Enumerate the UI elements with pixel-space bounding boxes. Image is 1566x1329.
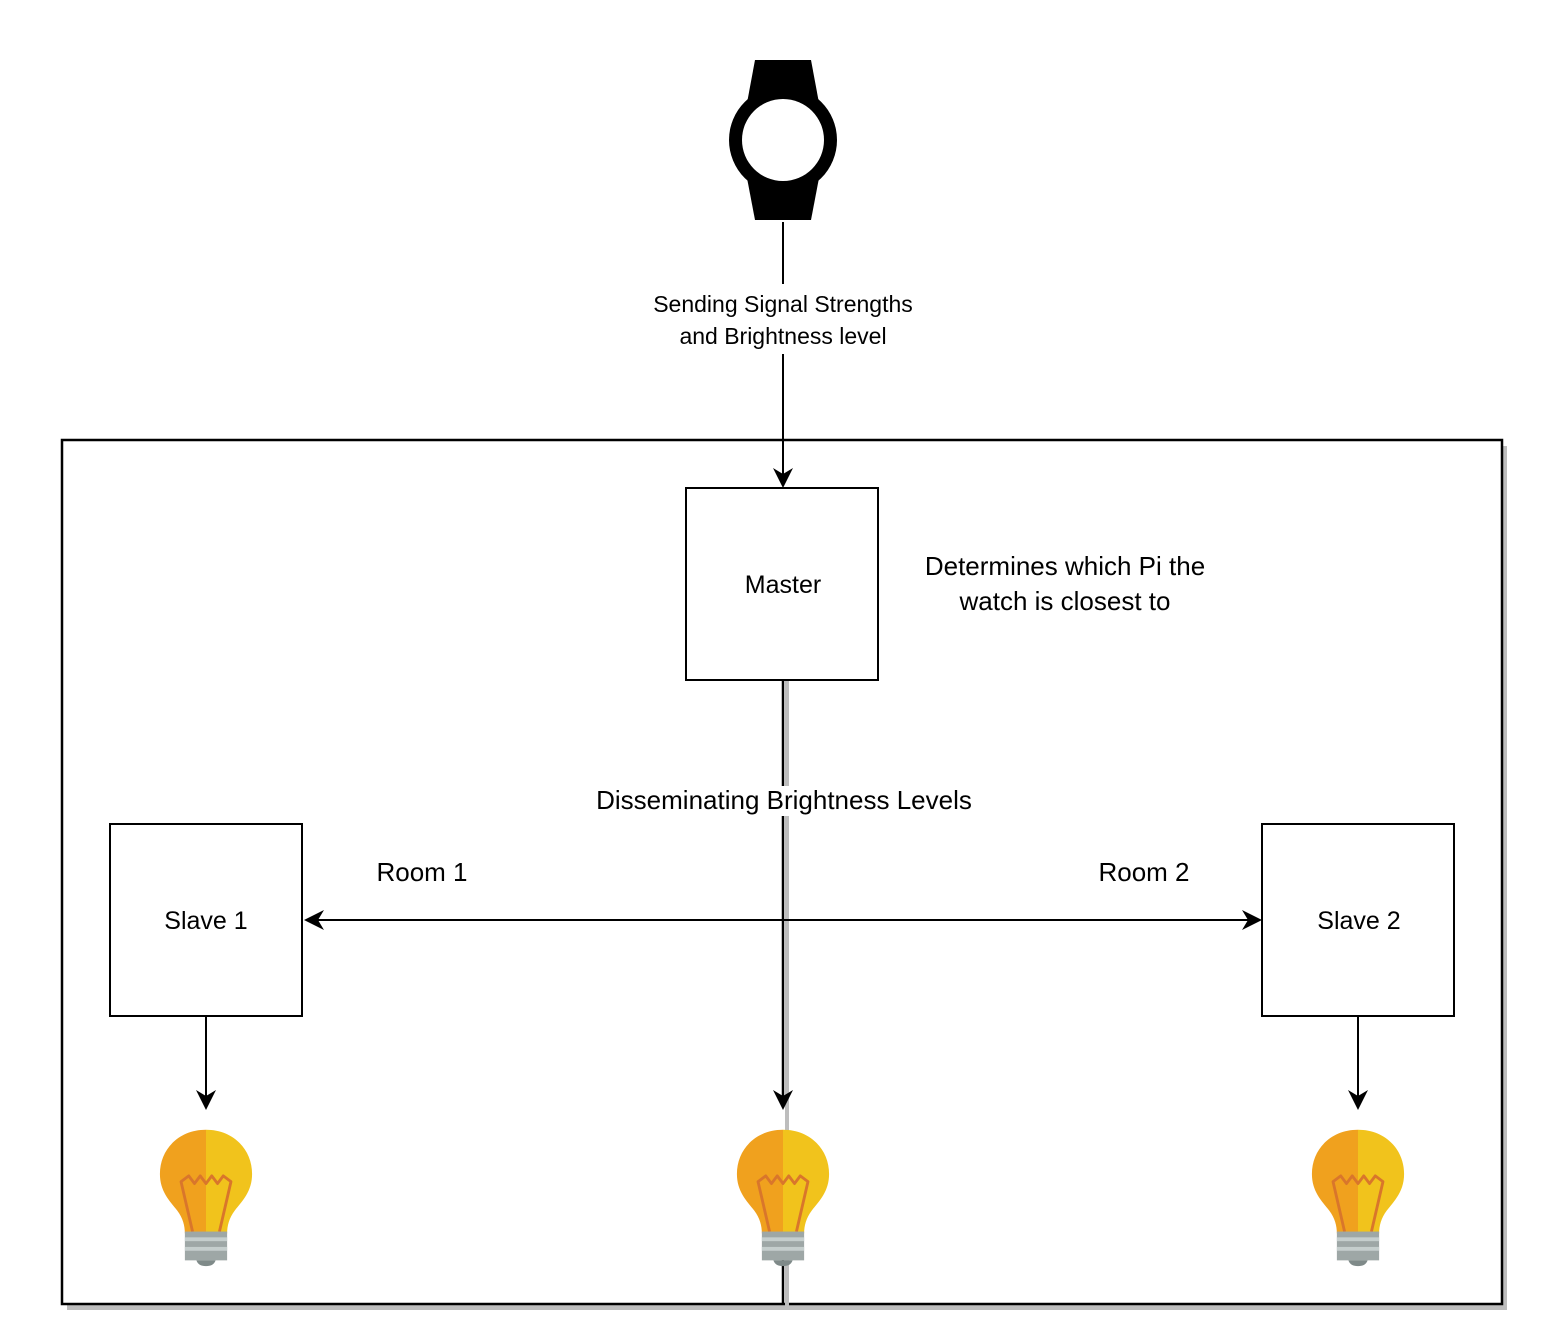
slave2-node: Slave 2: [1261, 823, 1455, 1017]
master-label: Master: [745, 571, 821, 599]
signal-label-line2: and Brightness level: [679, 323, 886, 349]
slave1-node: Slave 1: [109, 823, 303, 1017]
dissemination-connector: [773, 680, 793, 1304]
room1-label: Room 1: [376, 857, 467, 887]
master-note-line2: watch is closest to: [959, 586, 1171, 616]
slave2-label: Slave 2: [1317, 907, 1400, 935]
slave2-to-bulb-arrow: [1348, 1016, 1368, 1110]
dissemination-label: Disseminating Brightness Levels: [596, 785, 972, 815]
slave1-to-bulb-arrow: [196, 1016, 216, 1110]
smartwatch-icon: [729, 60, 837, 220]
slave1-label: Slave 1: [164, 907, 247, 935]
room2-label: Room 2: [1098, 857, 1189, 887]
room-connector: [304, 910, 1262, 930]
signal-label-line1: Sending Signal Strengths: [653, 291, 913, 317]
signal-connector: [773, 222, 793, 488]
master-node: Master: [685, 487, 879, 681]
master-note-line1: Determines which Pi the: [925, 551, 1205, 581]
